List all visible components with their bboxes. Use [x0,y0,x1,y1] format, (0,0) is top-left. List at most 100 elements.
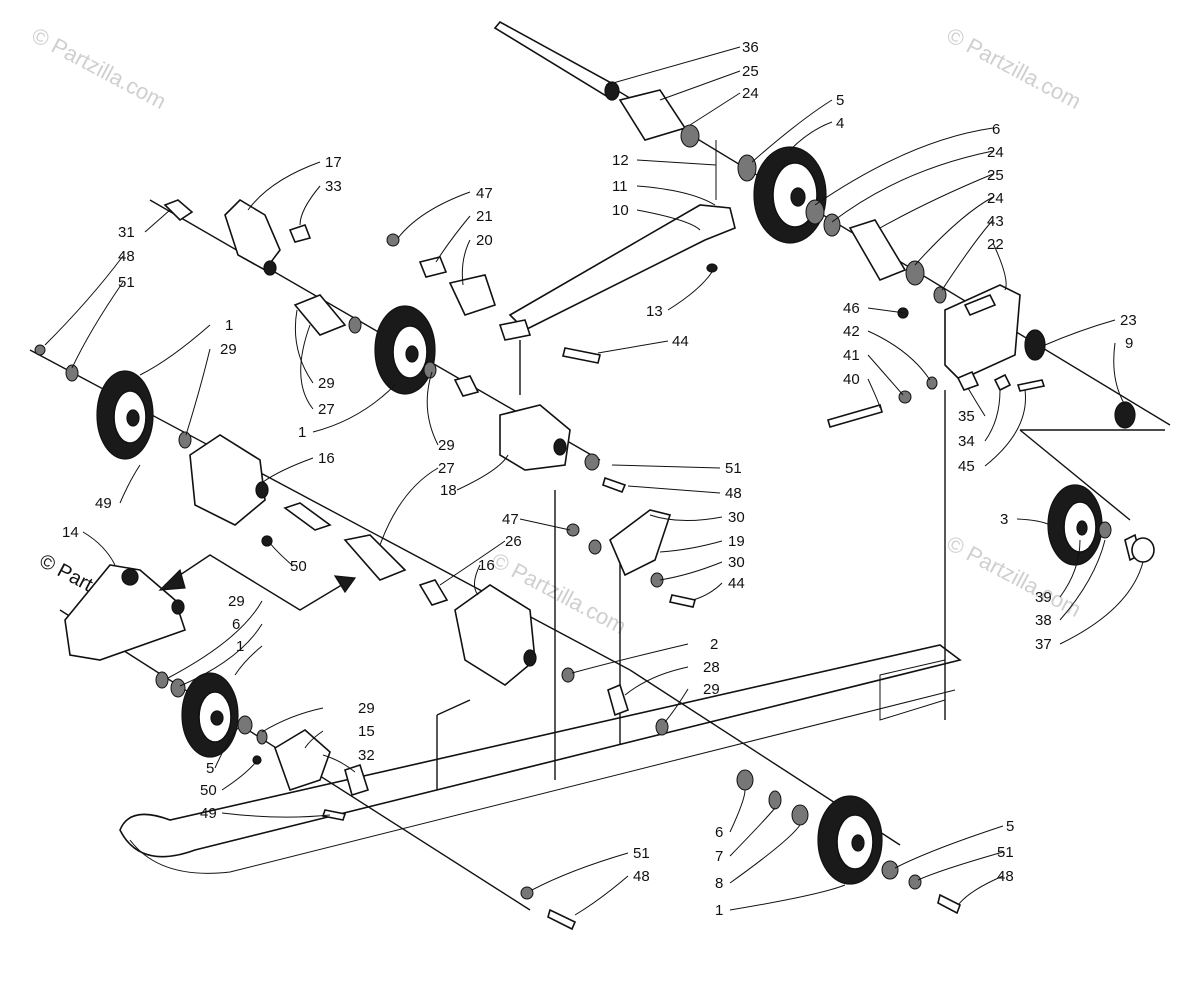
callout-label: 17 [325,154,342,171]
callout-label: 50 [200,782,217,799]
callout-label: 29 [438,437,455,454]
wheel-upper-center [374,305,480,397]
callout-label: 5 [1006,818,1014,835]
callout-label: 9 [1125,335,1133,352]
plate-right [827,284,1136,429]
wheel-right [1047,484,1155,566]
callout-label: 33 [325,178,342,195]
callout-label: 39 [1035,589,1052,606]
callout-label: 12 [612,152,629,169]
callout-label: 40 [843,371,860,388]
callout-label: 31 [118,224,135,241]
bracket-upper-left [163,198,362,336]
bracket-lower-center [454,584,669,736]
bracket-center [499,404,627,494]
callout-label: 51 [118,274,135,291]
callout-label: 6 [232,616,240,633]
callout-label: 48 [118,248,135,265]
callout-label: 47 [502,511,519,528]
long-shaft [493,20,700,148]
leader-lines [44,46,1144,916]
callout-label: 6 [992,121,1000,138]
callout-label: 41 [843,347,860,364]
callout-label: 25 [987,167,1004,184]
callout-label: 45 [958,458,975,475]
callout-label: 14 [62,524,79,541]
callout-label: 48 [997,868,1014,885]
callout-label: 20 [476,232,493,249]
callout-label: 16 [318,450,335,467]
callout-label: 49 [95,495,112,512]
callout-label: 35 [958,408,975,425]
callout-label: 38 [1035,612,1052,629]
callout-label: 29 [703,681,720,698]
block-19 [566,509,697,608]
watermark: © Partzilla.com [943,22,1086,114]
callout-label: 34 [958,433,975,450]
callout-label: 24 [742,85,759,102]
callout-label: 16 [478,557,495,574]
callout-label: 44 [728,575,745,592]
direction-arrow [158,554,357,611]
callout-label: 2 [710,636,718,653]
callout-label: 5 [206,760,214,777]
callout-label: 23 [1120,312,1137,329]
watermark: © Partzilla.com [28,22,171,114]
block-bracket [386,233,497,316]
callout-label: 44 [672,333,689,350]
arm-lower-left [64,564,370,821]
callout-label: 1 [236,638,244,655]
wheel-lower-right [520,769,962,931]
callout-label: 32 [358,747,375,764]
callout-label: 50 [290,558,307,575]
suspension-arm [498,140,736,364]
callout-label: 37 [1035,636,1052,653]
callout-label: 11 [612,178,628,195]
callout-label: 25 [742,63,759,80]
wheel-left [34,344,449,606]
callout-label: 51 [725,460,742,477]
callout-label: 49 [200,805,217,822]
callout-label: 47 [476,185,493,202]
callout-label: 24 [987,144,1004,161]
callout-label: 29 [358,700,375,717]
callout-label: 36 [742,39,759,56]
callout-label: 27 [438,460,455,477]
callout-label: 30 [728,554,745,571]
callout-label: 1 [225,317,233,334]
callout-label: 1 [715,902,723,919]
callout-label: 24 [987,190,1004,207]
callout-label: 29 [220,341,237,358]
callout-label: 43 [987,213,1004,230]
callout-label: 15 [358,723,375,740]
callout-label: 19 [728,533,745,550]
callout-label: 21 [476,208,493,225]
callout-label: 28 [703,659,720,676]
callout-label: 30 [728,509,745,526]
callout-label: 7 [715,848,723,865]
callout-label: 51 [997,844,1014,861]
callout-label: 27 [318,401,335,418]
watermark-layer: © Partzilla.com © Partzilla.com © Partzi… [28,22,1086,639]
callout-label: 51 [633,845,650,862]
callout-label: 13 [646,303,663,320]
callout-label: 10 [612,202,629,219]
callout-label: 6 [715,824,723,841]
callout-label: 8 [715,875,723,892]
callout-label: 18 [440,482,457,499]
callout-labels: 36 25 24 5 4 6 24 25 24 43 22 12 11 10 1… [62,39,1137,919]
callout-label: 3 [1000,511,1008,528]
callout-label: 29 [318,375,335,392]
callout-label: 5 [836,92,844,109]
callout-label: 48 [633,868,650,885]
callout-label: 29 [228,593,245,610]
callout-label: 1 [298,424,306,441]
callout-label: 48 [725,485,742,502]
callout-label: 4 [836,115,844,132]
wheel-upper-right [737,146,947,304]
callout-label: 26 [505,533,522,550]
callout-label: 42 [843,323,860,340]
callout-label: 22 [987,236,1004,253]
callout-label: 46 [843,300,860,317]
